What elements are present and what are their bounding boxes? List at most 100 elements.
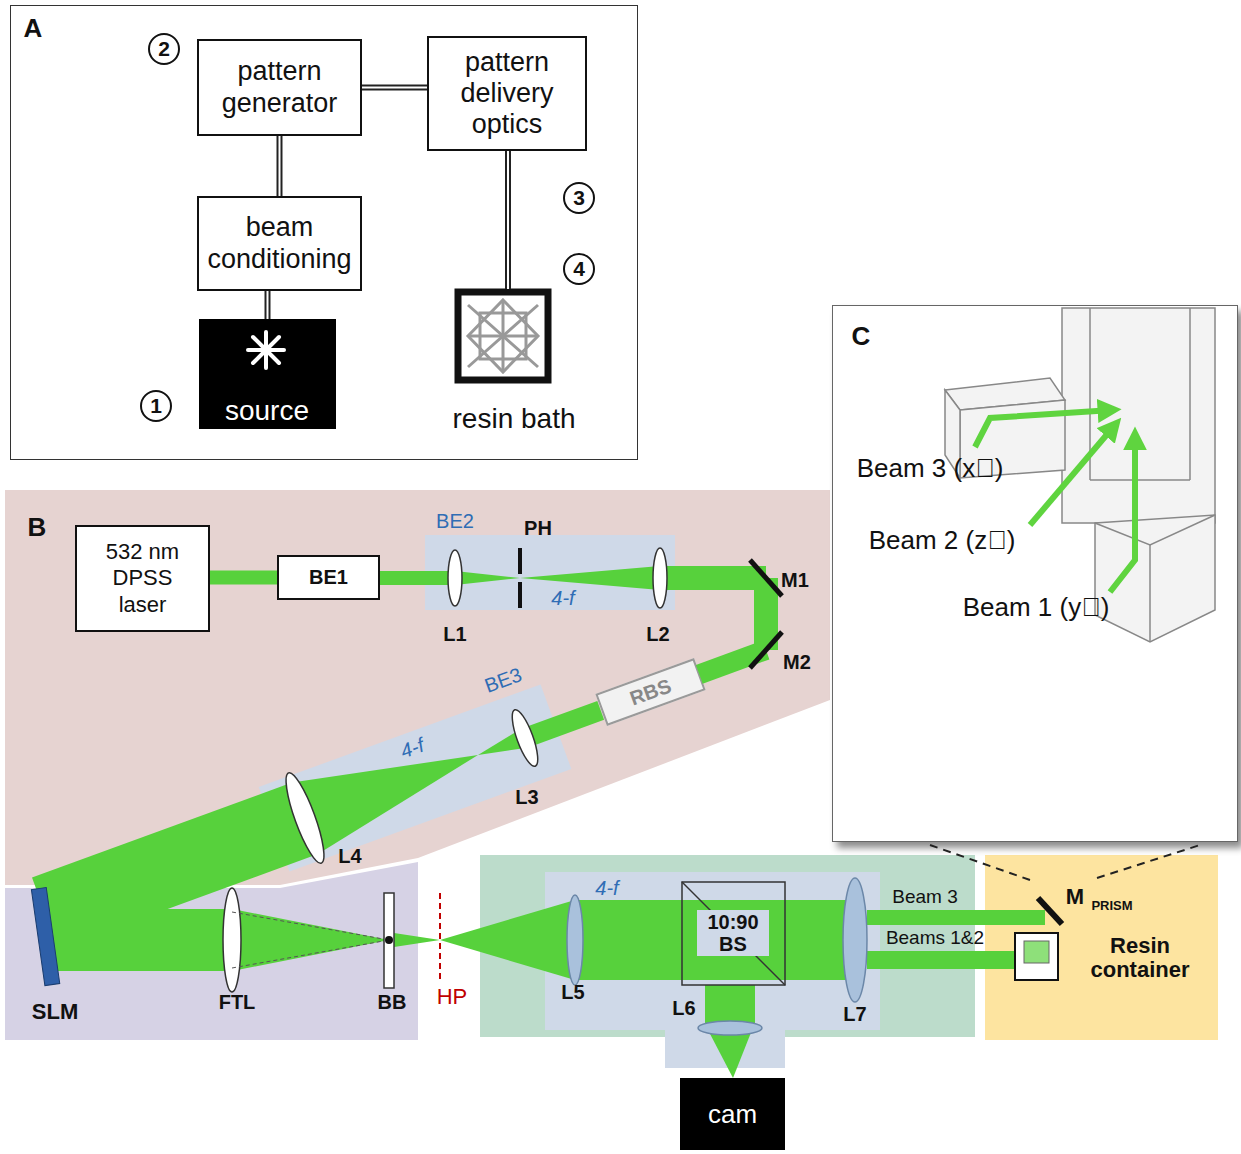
zoom-leader [930, 845, 1200, 880]
mirror-label: M [1066, 885, 1084, 909]
beam-splitter [682, 882, 785, 985]
node-text: pattern delivery optics [433, 47, 581, 140]
lens [279, 769, 331, 866]
laser-beam [660, 566, 766, 590]
node-text: beam conditioning [203, 212, 356, 274]
lens-label: FTL [219, 991, 256, 1013]
group-label: BE2 [436, 510, 474, 532]
pinhole [518, 548, 522, 608]
optics-note: 4-f [397, 734, 426, 763]
laser-beam [522, 701, 605, 748]
part-label: BB [378, 991, 407, 1013]
resin-cuvette [1024, 941, 1049, 963]
laser-beam [455, 571, 520, 585]
panel-letter: B [28, 513, 47, 542]
lens-label: L4 [338, 845, 361, 867]
ground-region [5, 862, 418, 1040]
laser-beam [394, 933, 440, 947]
beam-label: Beam 1 (y⃗) [963, 593, 1110, 622]
optic-box: RBS [595, 658, 705, 726]
lens-label: L7 [843, 1003, 866, 1025]
laser-box: 532 nm DPSS laser [75, 525, 210, 632]
laser-beam [708, 1030, 752, 1078]
mirror-label: M2 [783, 651, 811, 673]
lens [653, 548, 667, 608]
laser-beam [696, 641, 770, 684]
expander-box [545, 872, 880, 1030]
panel-frame: A 2 pattern generator 3 pattern delivery opt… [10, 5, 638, 460]
node-text: pattern generator [203, 56, 356, 118]
slm-panel [31, 887, 59, 985]
zoom-leader [1097, 845, 1200, 878]
expander-box [259, 535, 880, 1068]
pinhole [518, 548, 522, 574]
inset-panel: C [832, 305, 1238, 842]
stage-region: 4 resin bath [409, 239, 606, 441]
node-text: BE1 [309, 566, 348, 589]
laser-beam [867, 910, 1045, 925]
stage-region: 2 pattern generator [119, 19, 396, 166]
lens [223, 888, 241, 992]
process-box: pattern delivery optics [427, 36, 587, 151]
mirror [1038, 898, 1062, 924]
process-box: pattern generator [197, 39, 362, 136]
beam-block [384, 893, 394, 988]
pinhole [518, 582, 522, 608]
laser-beam [440, 900, 575, 980]
beam-label: Beam 3 [892, 887, 957, 908]
laser-beam [53, 909, 233, 971]
laser-beam [520, 566, 660, 590]
beam-block [385, 936, 393, 944]
lens [448, 550, 462, 606]
node-text: 2 [148, 33, 180, 65]
node-text: 4 [563, 253, 595, 285]
node-text: 3 [563, 182, 595, 214]
lens [843, 878, 867, 1002]
part-label: SLM [32, 1000, 78, 1024]
lens [507, 707, 543, 769]
fourier-rays [232, 940, 389, 968]
lens [567, 895, 583, 985]
hologram-plane [440, 893, 441, 980]
node-text: 1 [140, 390, 172, 422]
subscript-label: PRISM [1091, 899, 1132, 913]
laser-beam [705, 985, 755, 1028]
optics-note: 4-f [551, 587, 574, 609]
beam-splitter [682, 882, 785, 985]
mirror-label: M1 [781, 569, 809, 591]
node-text: RBS [627, 674, 675, 710]
laser-beam [754, 578, 778, 650]
node-text: 532 nm DPSS laser [93, 539, 193, 618]
node-text: resin bath [453, 403, 576, 435]
lens-label: L3 [515, 786, 538, 808]
node-text: cam [708, 1099, 757, 1130]
fourier-rays [232, 912, 389, 968]
ground-region [5, 490, 830, 885]
beam-link [210, 577, 277, 578]
node-text: C [852, 321, 871, 352]
part-label: 10:90 BS [697, 910, 769, 956]
part-label: PH [524, 517, 552, 539]
lens-label: L5 [561, 981, 584, 1003]
resin-bath: resin bath [429, 289, 599, 437]
zoom-leader [930, 845, 1030, 880]
source-box: source [199, 319, 336, 429]
lens-label: L1 [443, 623, 466, 645]
node-text: source [225, 395, 309, 427]
slm-panel [31, 887, 59, 985]
laser-beam [867, 951, 1017, 969]
laser-beam [478, 729, 528, 755]
ground-region [985, 855, 1218, 1040]
laser-beam [380, 571, 455, 585]
beam-link [210, 571, 277, 585]
stage-region: 3 pattern delivery optics [409, 19, 606, 229]
camera-box: cam [680, 1078, 785, 1150]
lens [698, 1021, 762, 1035]
process-box: beam conditioning [197, 196, 362, 291]
resin-cuvette [1015, 933, 1058, 980]
node-text: A [24, 13, 43, 44]
beam-label: Beam 2 (z⃗) [869, 526, 1016, 555]
laser-beam [292, 755, 478, 854]
hologram-plane [439, 893, 441, 980]
